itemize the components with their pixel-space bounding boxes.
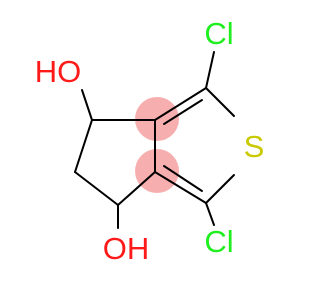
bond-c3a-c1-inner (163, 99, 203, 125)
bond-c3-cl (205, 202, 215, 226)
bond-c5-c6 (74, 171, 119, 206)
bond-c4-o (81, 89, 93, 121)
bond-c1-s (205, 87, 235, 117)
hydroxyl-bottom-label: OH (103, 231, 150, 266)
bonds (74, 51, 235, 229)
bond-c4-c5 (74, 119, 93, 173)
aromatic-highlight (135, 97, 179, 193)
bond-c6a-c3 (154, 171, 207, 204)
structure-diagram: Cl Cl HO OH S (34, 16, 265, 266)
hydroxyl-top-label: HO (35, 54, 82, 89)
sulfur-label: S (244, 129, 265, 164)
chlorine-top-label: Cl (204, 16, 233, 51)
bond-c1-cl (205, 51, 215, 89)
chlorine-bottom-label: Cl (204, 224, 233, 259)
bond-c3a-c1 (154, 87, 207, 121)
molecule-drawing: Cl Cl HO OH S (35, 16, 265, 266)
bond-c6a-c3-inner (163, 165, 203, 192)
bond-s-c3 (205, 174, 235, 204)
bond-c6-c6a (117, 171, 156, 206)
highlight-bottom (135, 149, 179, 193)
